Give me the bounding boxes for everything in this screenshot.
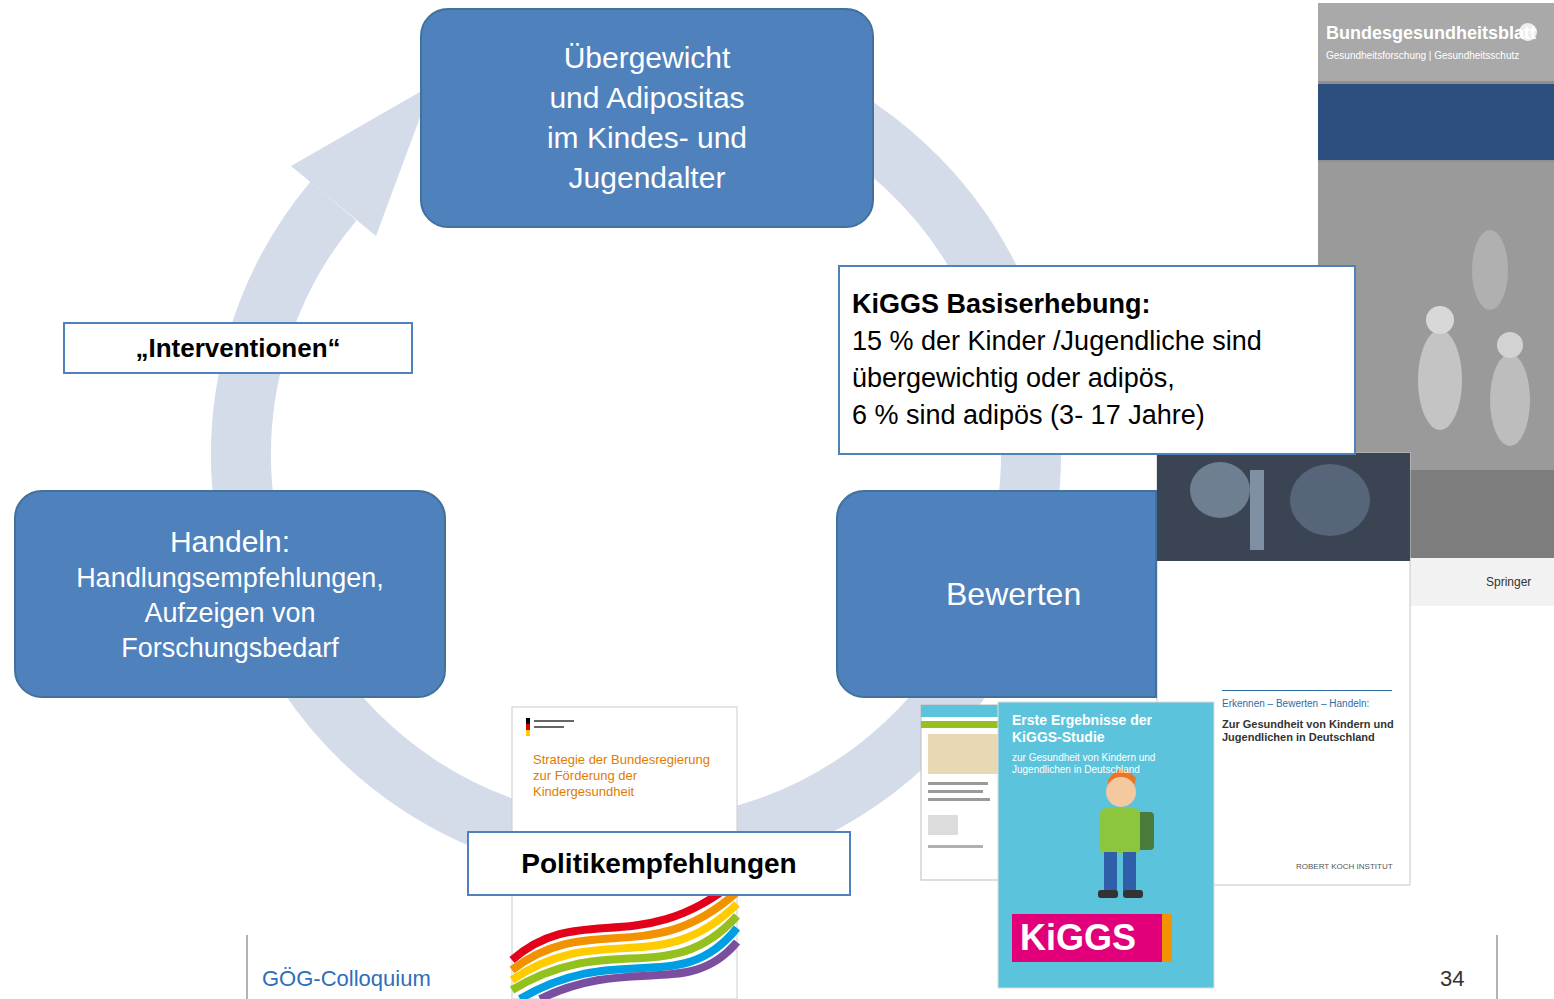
journal-cover-part: [1318, 84, 1554, 160]
website-screenshot-part: [928, 782, 988, 785]
brochure-cover-part: [540, 942, 737, 999]
step-label-box: „Interventionen“: [63, 322, 413, 374]
journal-cover-part: [1418, 330, 1462, 430]
footer-divider: [247, 935, 1497, 999]
brochure-cover: [998, 702, 1214, 988]
brochure-cover-part: [1123, 852, 1136, 892]
box-text: 6 % sind adipös (3- 17 Jahre): [852, 397, 1342, 434]
process-box: Bewerten: [836, 490, 1157, 698]
website-screenshot-part: [928, 845, 983, 848]
institute-name: ROBERT KOCH INSTITUT: [1296, 862, 1406, 872]
box-heading: Politikempfehlungen: [521, 847, 796, 881]
box-heading: KiGGS Basiserhebung:: [852, 286, 1342, 323]
process-box: Handeln:Handlungsempfehlungen, Aufzeigen…: [14, 490, 446, 698]
brochure-cover-part: [526, 730, 530, 736]
brochure-title: Zur Gesundheit von Kindern und Jugendlic…: [1222, 718, 1400, 744]
brochure-cover-part: [1290, 464, 1370, 536]
box-text: Handlungsempfehlungen, Aufzeigen von For…: [60, 561, 400, 666]
box-heading: Übergewicht und Adipositas im Kindes- un…: [538, 38, 757, 198]
journal-cover-part: [1426, 306, 1454, 334]
box-heading: Bewerten: [946, 574, 1081, 614]
brochure-cover-part: [1157, 453, 1410, 561]
brochure-cover-part: [534, 726, 564, 728]
brochure-cover-part: [1123, 890, 1143, 898]
brochure-cover-part: [534, 720, 574, 722]
brochure-title: Erste Ergebnisse der KiGGS-Studie: [1012, 712, 1202, 746]
website-screenshot-part: [928, 734, 998, 774]
page-number: 34: [1440, 966, 1490, 992]
website-screenshot-part: [928, 815, 958, 835]
study-logo: KiGGS: [1020, 916, 1170, 959]
brochure-cover-part: [1098, 890, 1118, 898]
brochure-cover-part: [1106, 777, 1136, 807]
brochure-cover-part: [1104, 852, 1117, 892]
website-screenshot-part: [928, 790, 983, 793]
finding-box: KiGGS Basiserhebung:15 % der Kinder /Jug…: [838, 265, 1356, 455]
journal-title: Bundesgesundheitsblatt: [1326, 22, 1550, 44]
brochure-cover-part: [1190, 462, 1250, 518]
brochure-subtitle: zur Gesundheit von Kindern und Jugendlic…: [1012, 752, 1202, 776]
website-screenshot-part: [928, 798, 990, 801]
brochure-cover-part: [1250, 470, 1264, 550]
brochure-cover-part: [526, 718, 530, 724]
brochure-subtitle: Erkennen – Bewerten – Handeln:: [1222, 698, 1402, 710]
step-label-box: Politikempfehlungen: [467, 831, 851, 896]
brochure-cover-part: [998, 702, 1214, 988]
footer-divider-part: [246, 935, 248, 999]
brochure-cover-part: [1222, 690, 1392, 691]
journal-subtitle: Gesundheitsforschung | Gesundheitsschutz: [1326, 50, 1550, 62]
brochure-cover-part: [1162, 914, 1172, 962]
box-text: 15 % der Kinder /Jugendliche sind überge…: [852, 323, 1342, 397]
topic-box: Übergewicht und Adipositas im Kindes- un…: [420, 8, 874, 228]
box-heading: „Interventionen“: [135, 332, 340, 364]
brochure-cover-part: [526, 724, 530, 730]
footer-divider-part: [1496, 935, 1498, 999]
journal-cover-part: [1490, 354, 1530, 446]
journal-cover-part: [1318, 3, 1554, 81]
brochure-cover-part: [520, 928, 737, 999]
brochure-title: Strategie der Bundesregierung zur Förder…: [533, 752, 723, 800]
box-heading: Handeln:: [170, 523, 290, 561]
journal-cover-part: [1472, 230, 1508, 310]
footer-text: GÖG-Colloquium: [262, 966, 522, 992]
journal-cover-part: [1497, 332, 1523, 358]
brochure-cover-part: [1100, 808, 1140, 854]
cycle-arrow-part: [291, 85, 432, 236]
publisher-name: Springer: [1486, 575, 1548, 589]
